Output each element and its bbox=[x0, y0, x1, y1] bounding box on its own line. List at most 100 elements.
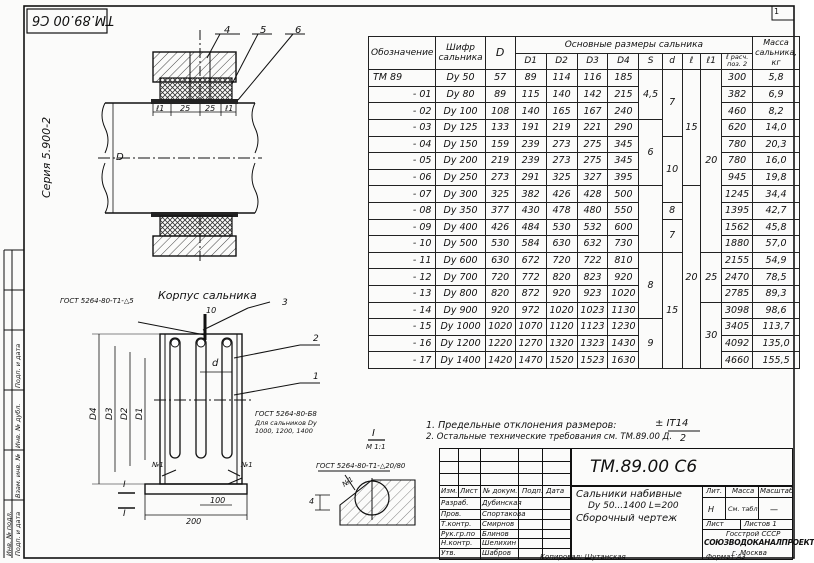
cell-D: 1020 bbox=[484, 318, 516, 336]
cell-D: 325 bbox=[484, 185, 516, 203]
cell-D2: 273 bbox=[545, 135, 578, 154]
cell-lcalc: 2470 bbox=[721, 268, 754, 286]
cell-lcalc: 300 bbox=[721, 69, 754, 87]
table-row: - 11 Dу 600 630 672 720 722 810 8 15 25 … bbox=[367, 251, 800, 369]
cell-D2: 325 bbox=[545, 168, 578, 187]
cell-code: Dу 200 bbox=[435, 152, 486, 170]
dim-25-b: 25 bbox=[205, 104, 216, 113]
cell-D2: 140 bbox=[545, 85, 578, 104]
cell-D2: 720 bbox=[545, 251, 578, 270]
cell-D2: 630 bbox=[545, 235, 578, 253]
org-line1: Госстрой СССР bbox=[726, 530, 781, 538]
cell-D4: 240 bbox=[607, 102, 640, 120]
cell-D: 377 bbox=[484, 201, 516, 220]
cell-D: 159 bbox=[484, 135, 516, 154]
cell-s: 6 bbox=[638, 118, 663, 187]
gost-top: ГОСТ 5264-80-Т1-△5 bbox=[60, 297, 134, 305]
table-row: - 07 Dу 300 325 382 426 428 500 20 1245 … bbox=[367, 185, 800, 369]
cell-D3: 823 bbox=[576, 268, 609, 286]
cell-D1: 672 bbox=[514, 251, 547, 270]
cell-D3: 221 bbox=[576, 118, 609, 137]
cell-D4: 600 bbox=[607, 218, 640, 237]
cell-D3: 1523 bbox=[576, 351, 609, 369]
th-s: S bbox=[638, 52, 663, 71]
cell-D3: 632 bbox=[576, 235, 609, 253]
cell-D3: 428 bbox=[576, 185, 609, 203]
scale-label: Масштаб bbox=[760, 487, 794, 495]
th-designation: Обозначение bbox=[367, 35, 437, 71]
dim-25-a: 25 bbox=[180, 104, 191, 113]
cell-code: Dу 350 bbox=[435, 201, 486, 220]
cell-mass: 135,0 bbox=[752, 334, 800, 353]
cell-lcalc: 2785 bbox=[721, 284, 754, 303]
th-D: D bbox=[484, 35, 516, 71]
cell-D4: 1130 bbox=[607, 301, 640, 320]
cell-des: - 16 bbox=[367, 334, 437, 353]
drawing-code-rotated: ТМ.89.00 С6 bbox=[32, 12, 114, 27]
cell-D: 133 bbox=[484, 118, 516, 137]
cell-des: - 01 bbox=[367, 85, 437, 104]
cell-D: 426 bbox=[484, 218, 516, 237]
name-2: Смирнов bbox=[482, 520, 515, 528]
product-name-line1: Сальники набивные bbox=[576, 489, 682, 500]
cell-code: Dу 1000 bbox=[435, 318, 486, 336]
cell-D4: 395 bbox=[607, 168, 640, 187]
dim-4: 4 bbox=[309, 497, 315, 506]
dim-D3: D3 bbox=[105, 407, 115, 420]
mass-label: Масса bbox=[732, 487, 755, 495]
cell-D: 273 bbox=[484, 168, 516, 187]
cell-des: - 17 bbox=[367, 351, 437, 369]
table-row: - 17 Dу 1400 1420 1470 1520 1523 1630 46… bbox=[367, 351, 800, 369]
name-4: Шелихин bbox=[482, 539, 517, 547]
cell-D4: 185 bbox=[607, 69, 640, 87]
margin-field-3: Взам. инв. № bbox=[14, 453, 22, 498]
cell-D1: 191 bbox=[514, 118, 547, 137]
cell-l1: 30 bbox=[700, 301, 723, 369]
cell-lcalc: 460 bbox=[721, 102, 754, 120]
table-row: ТМ 89 Dу 50 57 89 114 116 185 4,5 7 15 2… bbox=[367, 69, 800, 253]
cell-mass: 78,5 bbox=[752, 268, 800, 286]
cell-mass: 113,7 bbox=[752, 318, 800, 336]
cell-D1: 872 bbox=[514, 284, 547, 303]
cell-mass: 45,8 bbox=[752, 218, 800, 237]
cell-D1: 584 bbox=[514, 235, 547, 253]
series-label: Серия 5.900-2 bbox=[40, 116, 53, 198]
table-row: - 01 Dу 80 89 115 140 142 215 382 6,9 bbox=[367, 85, 800, 104]
cell-D4: 730 bbox=[607, 235, 640, 253]
cell-des: ТМ 89 bbox=[367, 69, 437, 87]
cell-D3: 923 bbox=[576, 284, 609, 303]
lit-value: Н bbox=[708, 505, 715, 514]
cell-des: - 13 bbox=[367, 284, 437, 303]
housing-title: Корпус сальника bbox=[158, 289, 257, 302]
cell-l1: 25 bbox=[700, 251, 723, 303]
cell-D2: 1020 bbox=[545, 301, 578, 320]
cell-D4: 500 bbox=[607, 185, 640, 203]
weld-n1-a: №1 bbox=[152, 461, 164, 469]
note-2: 2. Остальные технические требования см. … bbox=[426, 432, 673, 442]
cell-D2: 426 bbox=[545, 185, 578, 203]
cell-D1: 772 bbox=[514, 268, 547, 286]
cell-code: Dу 50 bbox=[435, 69, 486, 87]
cell-code: Dу 250 bbox=[435, 168, 486, 187]
cell-lcalc: 3405 bbox=[721, 318, 754, 336]
role-5: Утв. bbox=[441, 549, 456, 557]
cell-des: - 03 bbox=[367, 118, 437, 137]
cell-D: 820 bbox=[484, 284, 516, 303]
col-list: Лист bbox=[460, 487, 478, 495]
th-D3: D3 bbox=[576, 52, 609, 71]
note-1-tolerance-denominator: 2 bbox=[680, 433, 687, 444]
name-3: Блинов bbox=[482, 530, 509, 538]
dim-200: 200 bbox=[186, 517, 202, 526]
cell-lcalc: 945 bbox=[721, 168, 754, 187]
th-l1: ℓ1 bbox=[700, 52, 723, 71]
cell-code: Dу 500 bbox=[435, 235, 486, 253]
cell-D: 1420 bbox=[484, 351, 516, 369]
th-mass: Масса сальника, кг bbox=[752, 35, 800, 71]
cell-D3: 480 bbox=[576, 201, 609, 220]
cell-D4: 345 bbox=[607, 135, 640, 154]
cell-code: Dу 900 bbox=[435, 301, 486, 320]
cell-code: Dу 600 bbox=[435, 251, 486, 270]
cell-mass: 5,8 bbox=[752, 69, 800, 87]
cell-mass: 155,5 bbox=[752, 351, 800, 369]
